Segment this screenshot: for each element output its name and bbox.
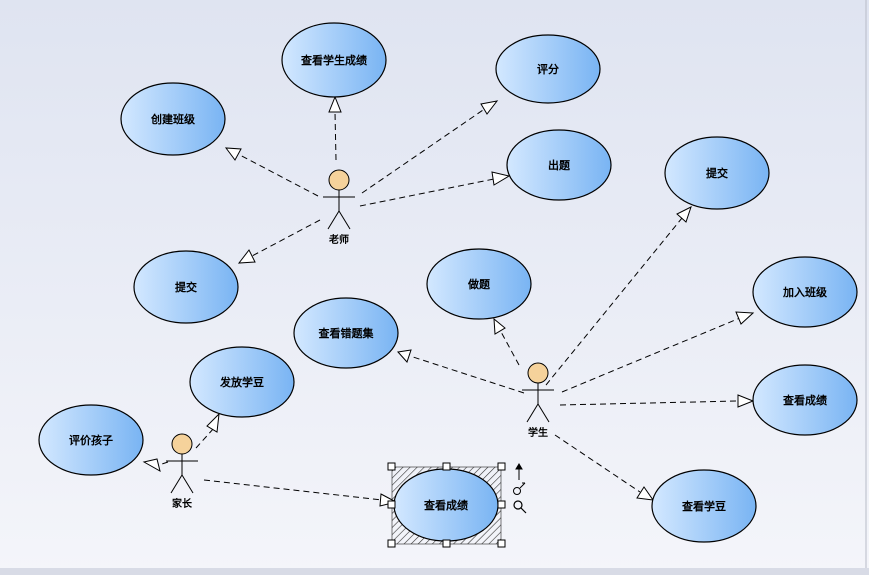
usecase-label: 出题 xyxy=(548,158,571,172)
usecase-label: 查看成绩 xyxy=(783,393,827,407)
usecase-give-beans[interactable]: 发放学豆 xyxy=(189,346,295,418)
resize-handle[interactable] xyxy=(387,462,396,471)
arrowhead xyxy=(206,412,220,433)
arrowhead xyxy=(676,206,692,223)
usecase-parent-view-grades[interactable]: 查看成绩 xyxy=(393,468,499,542)
dep-student-submit[interactable] xyxy=(545,217,683,386)
arrowhead xyxy=(142,458,161,473)
actor-student[interactable]: 学生 xyxy=(522,362,554,439)
resize-handle[interactable] xyxy=(497,500,506,509)
dep-teacher-set-questions[interactable] xyxy=(359,178,495,207)
quicklinker-arrow-icon[interactable] xyxy=(515,463,523,480)
usecase-label: 查看学生成绩 xyxy=(301,53,367,67)
actor-parent[interactable]: 家长 xyxy=(166,433,198,510)
actor-teacher[interactable]: 老师 xyxy=(323,169,355,246)
usecase-label: 提交 xyxy=(175,280,197,294)
usecase-create-class[interactable]: 创建班级 xyxy=(120,82,226,156)
usecase-label: 创建班级 xyxy=(150,112,196,126)
usecase-do-questions[interactable]: 做题 xyxy=(426,248,532,320)
dep-student-view-beans[interactable] xyxy=(554,434,641,493)
actor-label: 家长 xyxy=(172,497,193,510)
usecase-grade[interactable]: 评分 xyxy=(495,34,601,104)
usecase-join-class[interactable]: 加入班级 xyxy=(752,256,858,328)
arrowhead xyxy=(636,486,655,501)
quicklinker-link-icon[interactable] xyxy=(513,482,526,495)
arrowhead xyxy=(397,349,412,363)
dep-parent-give-beans[interactable] xyxy=(195,427,215,449)
usecase-label: 查看学豆 xyxy=(682,499,726,513)
usecase-set-questions[interactable]: 出题 xyxy=(506,129,612,201)
arrowheads xyxy=(142,95,755,507)
usecase-label: 发放学豆 xyxy=(219,375,264,389)
usecase-label: 加入班级 xyxy=(782,285,828,299)
arrowhead xyxy=(328,95,342,113)
magnify-icon[interactable] xyxy=(513,500,527,514)
dep-teacher-submit[interactable] xyxy=(251,219,321,257)
resize-handle[interactable] xyxy=(497,539,506,548)
usecase-student-view-grades[interactable]: 查看成绩 xyxy=(752,364,858,436)
usecase-view-wrong-questions[interactable]: 查看错题集 xyxy=(293,297,399,369)
usecase-label: 查看错题集 xyxy=(319,326,375,340)
usecase-label: 做题 xyxy=(467,277,491,291)
resize-handle[interactable] xyxy=(442,539,451,548)
resize-handle[interactable] xyxy=(497,462,506,471)
actor-label: 老师 xyxy=(328,233,349,246)
resize-handle[interactable] xyxy=(387,539,396,548)
arrowhead xyxy=(737,394,755,408)
arrowhead xyxy=(237,249,256,264)
dependency-lines xyxy=(155,107,741,501)
usecase-view-beans[interactable]: 查看学豆 xyxy=(651,469,757,543)
arrowhead xyxy=(224,147,242,161)
usecase-student-submit[interactable]: 提交 xyxy=(664,136,770,210)
usecase-label: 查看成绩 xyxy=(424,498,468,512)
dep-teacher-grade[interactable] xyxy=(361,107,487,194)
usecase-label: 提交 xyxy=(706,166,728,180)
actor-label: 学生 xyxy=(528,426,548,439)
usecase-evaluate-child[interactable]: 评价孩子 xyxy=(38,404,144,476)
usecase-view-student-grades[interactable]: 查看学生成绩 xyxy=(281,22,387,98)
resize-handle[interactable] xyxy=(387,500,396,509)
usecase-label: 评价孩子 xyxy=(69,433,113,447)
usecase-teacher-submit[interactable]: 提交 xyxy=(133,250,239,324)
dep-student-join-class[interactable] xyxy=(561,317,741,393)
arrowhead xyxy=(493,317,506,335)
resize-handle[interactable] xyxy=(442,462,451,471)
arrowhead xyxy=(480,100,499,115)
usecase-label: 评分 xyxy=(537,62,559,76)
arrowhead xyxy=(735,311,755,325)
canvas-bottom-bar xyxy=(0,568,869,575)
dep-teacher-create-class[interactable] xyxy=(237,153,319,197)
arrowhead xyxy=(491,171,511,186)
dep-teacher-view-student-grades[interactable] xyxy=(334,111,337,161)
selection-handles[interactable] xyxy=(387,462,506,548)
dep-student-do-questions[interactable] xyxy=(499,329,520,366)
